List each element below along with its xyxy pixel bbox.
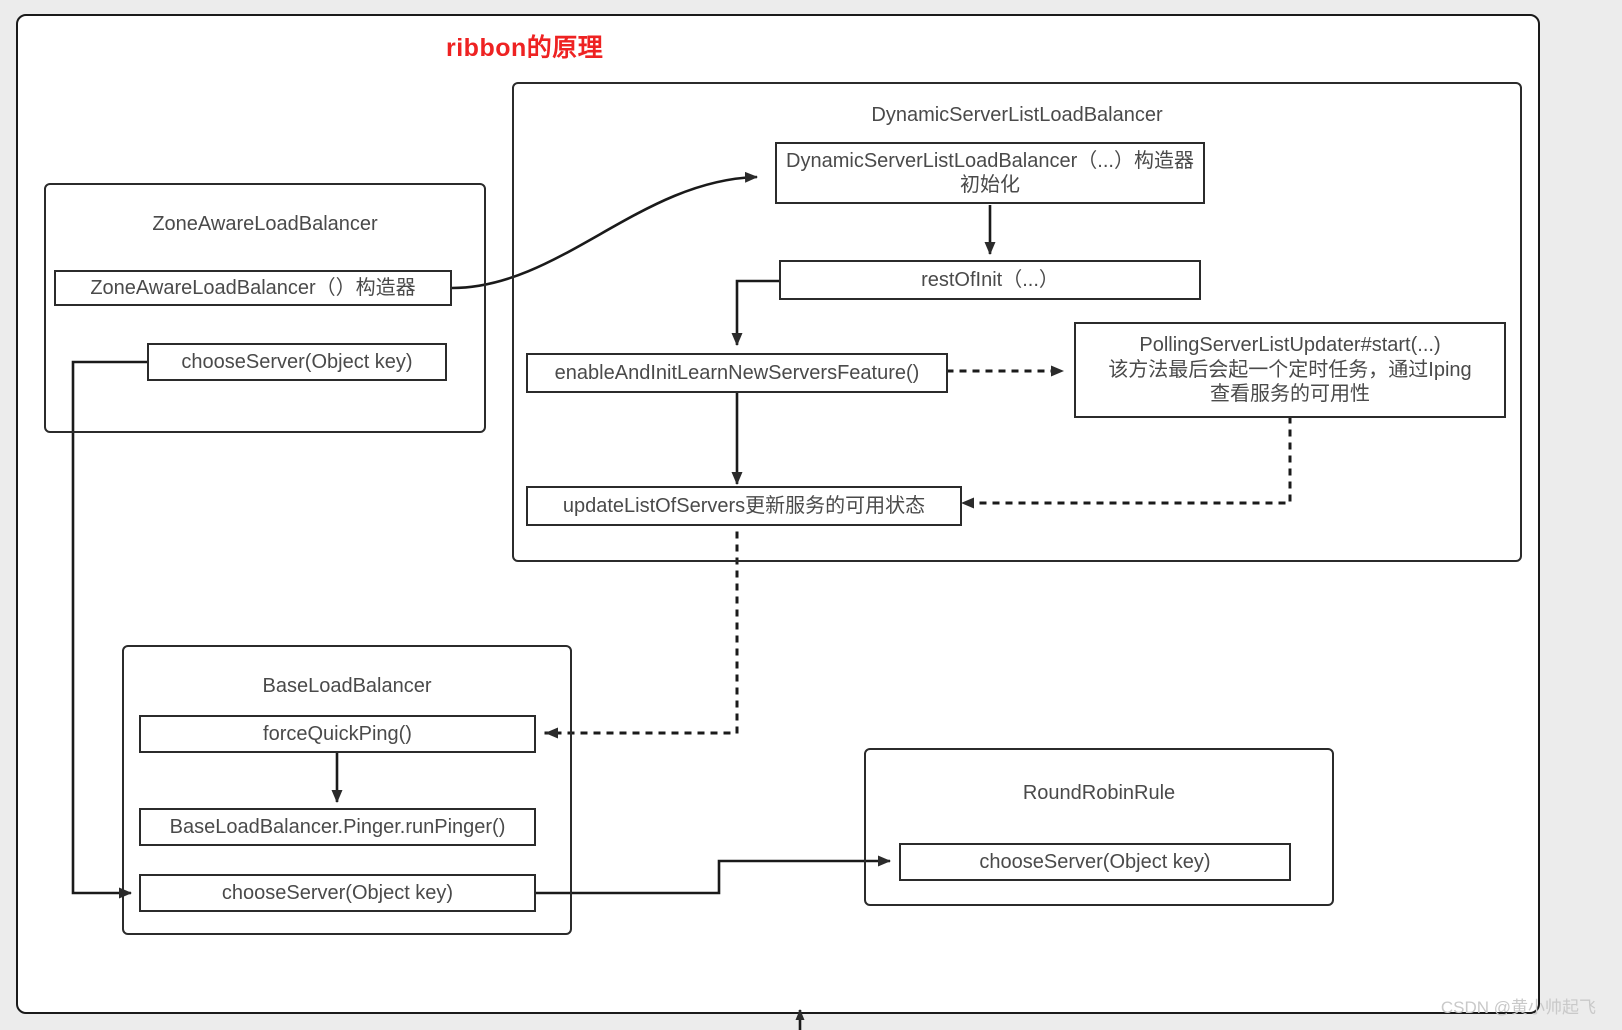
method-zoneaware-constructor[interactable]: ZoneAwareLoadBalancer（）构造器 bbox=[54, 270, 452, 306]
group-title-base-load-balancer: BaseLoadBalancer bbox=[262, 675, 432, 697]
method-zoneaware-choose-server[interactable]: chooseServer(Object key) bbox=[147, 343, 447, 381]
group-round-robin-rule: RoundRobinRule bbox=[864, 748, 1334, 906]
note-polling-server-list-updater[interactable]: PollingServerListUpdater#start(...) 该方法最… bbox=[1074, 322, 1506, 418]
group-title-round-robin-rule: RoundRobinRule bbox=[1022, 782, 1176, 804]
watermark: CSDN @黄小帅起飞 bbox=[1440, 998, 1596, 1017]
group-title-zone-aware: ZoneAwareLoadBalancer bbox=[152, 213, 378, 235]
group-zone-aware-load-balancer: ZoneAwareLoadBalancer bbox=[44, 183, 486, 433]
method-dslb-rest-of-init[interactable]: restOfInit（...） bbox=[779, 260, 1201, 300]
method-blb-force-quick-ping[interactable]: forceQuickPing() bbox=[139, 715, 536, 753]
method-dslb-constructor[interactable]: DynamicServerListLoadBalancer（...）构造器初始化 bbox=[775, 142, 1205, 204]
method-blb-choose-server[interactable]: chooseServer(Object key) bbox=[139, 874, 536, 912]
group-title-dynamic-server-list: DynamicServerListLoadBalancer bbox=[871, 104, 1163, 126]
method-blb-run-pinger[interactable]: BaseLoadBalancer.Pinger.runPinger() bbox=[139, 808, 536, 846]
page-title: ribbon的原理 bbox=[446, 34, 604, 62]
group-dynamic-server-list-load-balancer: DynamicServerListLoadBalancer bbox=[512, 82, 1522, 562]
method-roundrobin-choose-server[interactable]: chooseServer(Object key) bbox=[899, 843, 1291, 881]
group-base-load-balancer: BaseLoadBalancer bbox=[122, 645, 572, 935]
method-dslb-update-list-of-servers[interactable]: updateListOfServers更新服务的可用状态 bbox=[526, 486, 962, 526]
method-dslb-enable-and-init[interactable]: enableAndInitLearnNewServersFeature() bbox=[526, 353, 948, 393]
